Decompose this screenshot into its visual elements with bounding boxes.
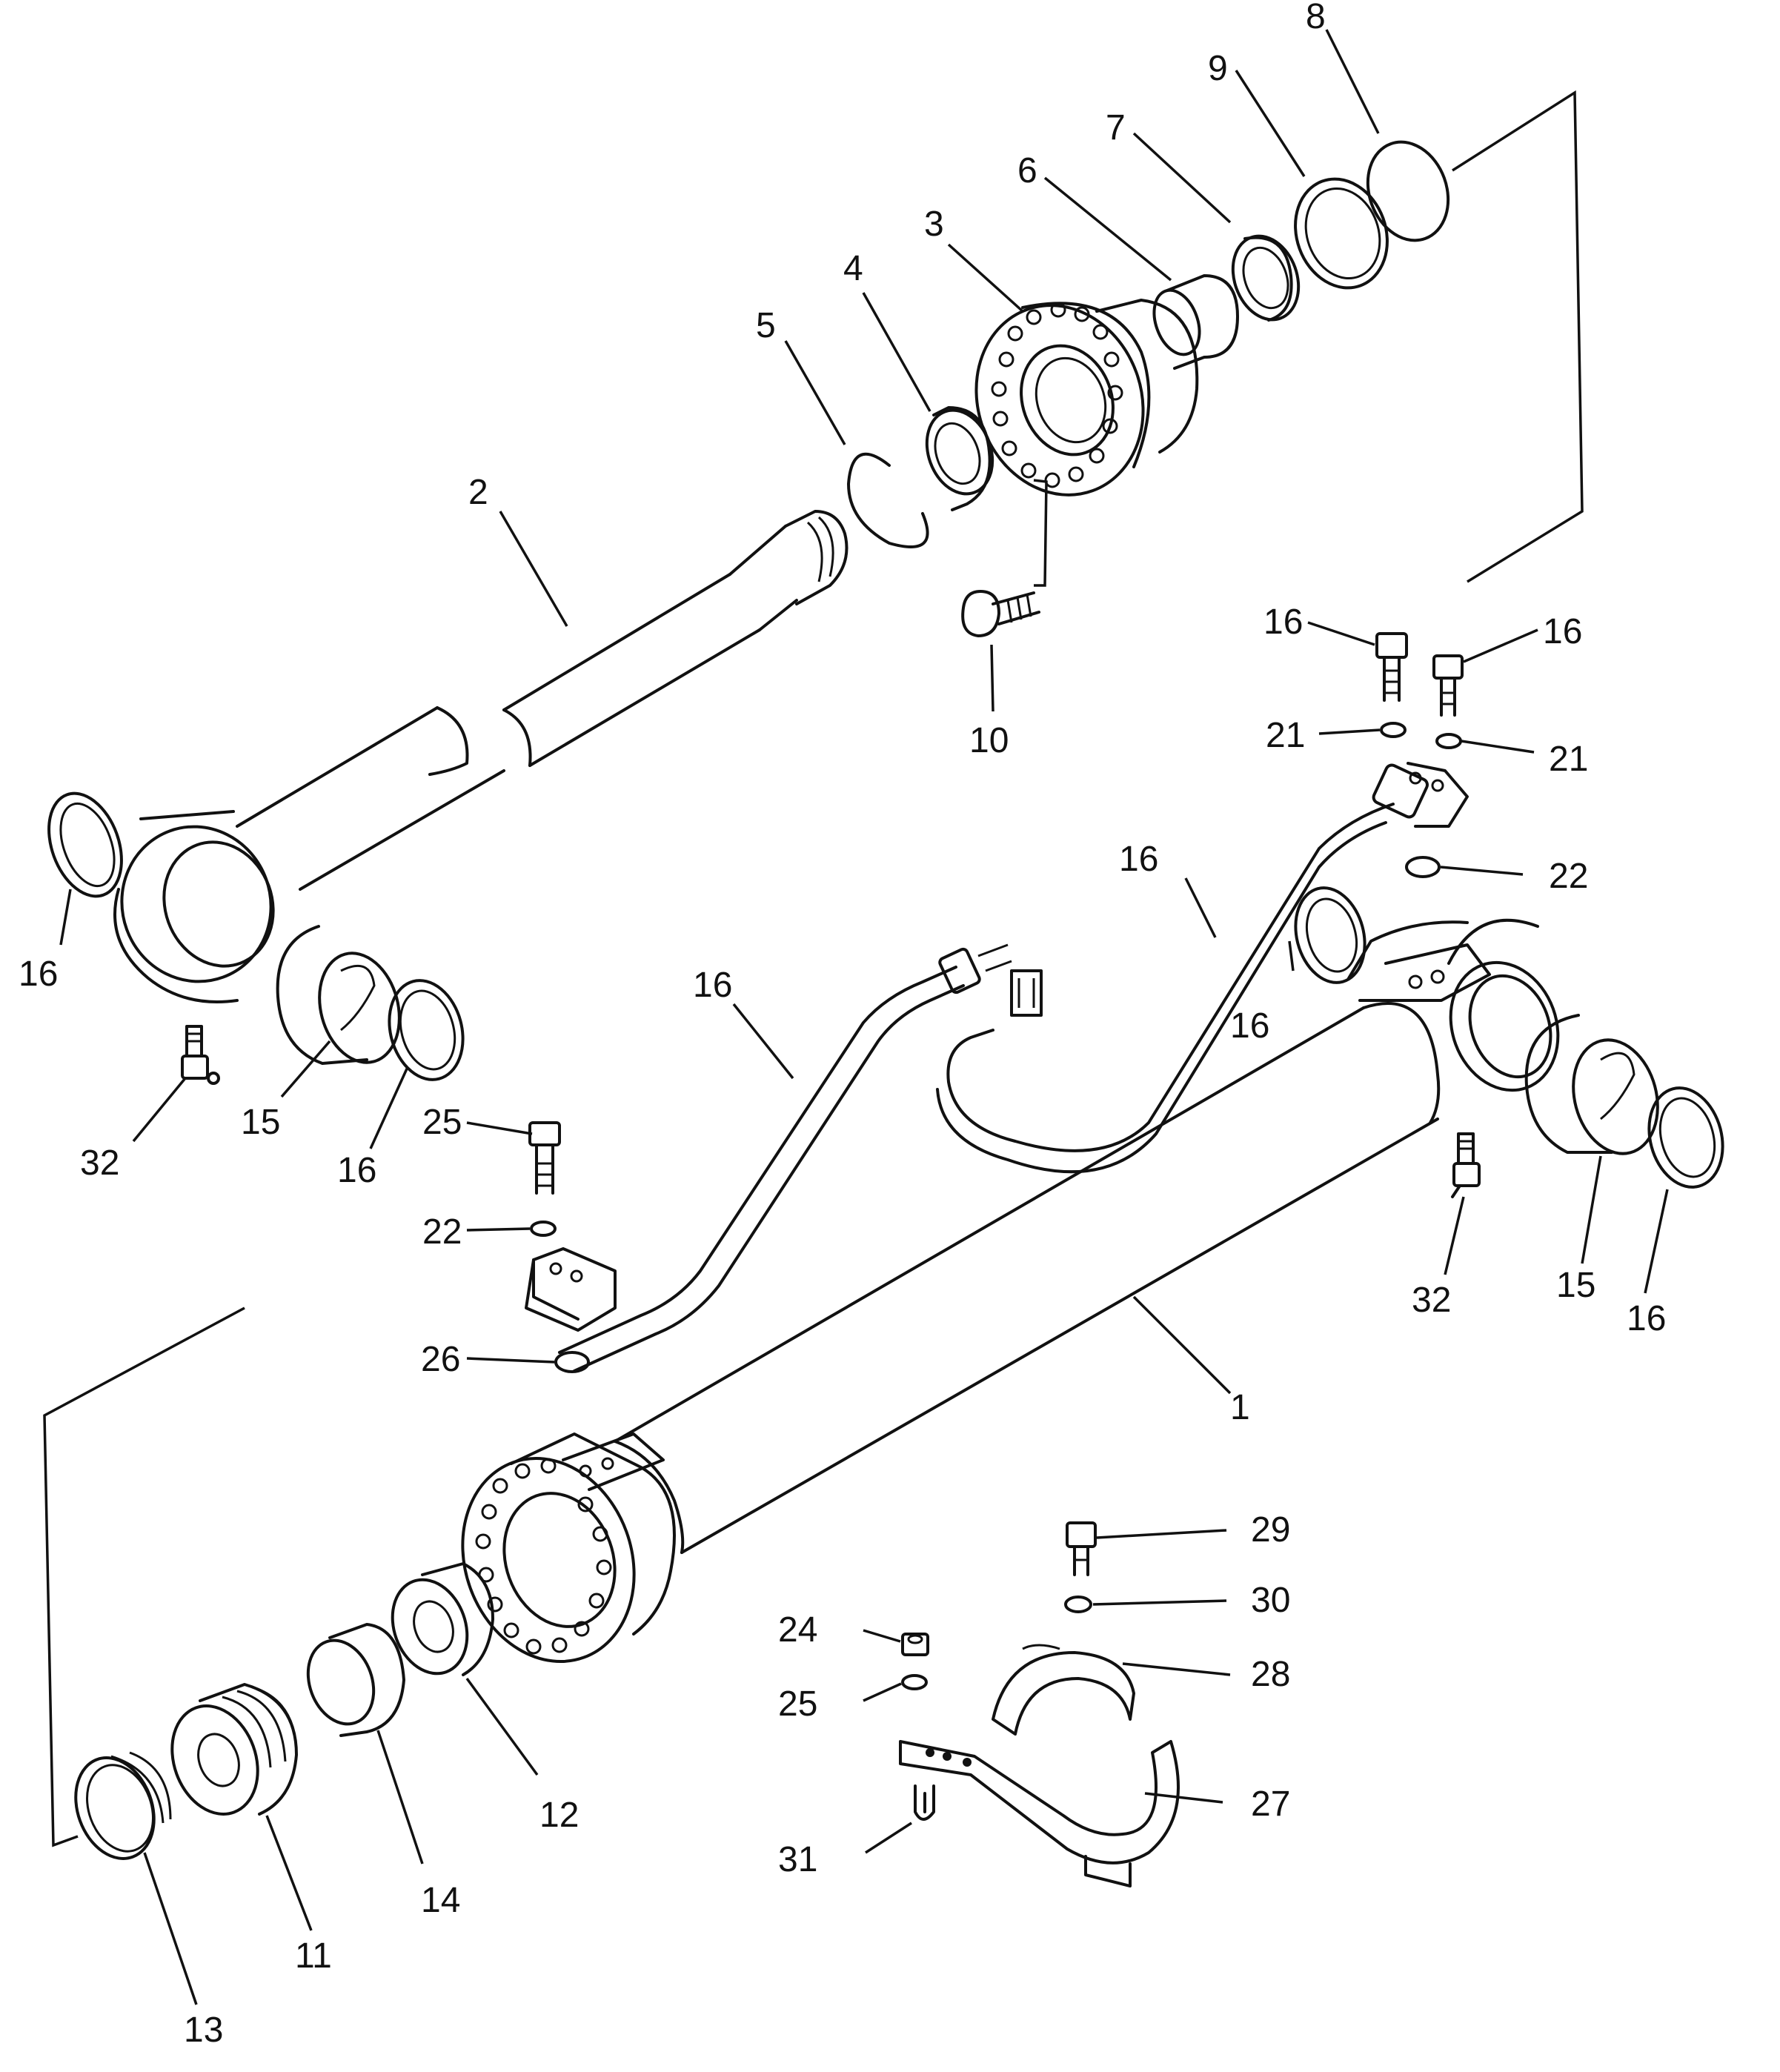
- dust-seal-upper-left: [47, 791, 123, 898]
- callout-4: 4: [843, 249, 863, 288]
- callout-27: 29: [1251, 1510, 1290, 1550]
- callout-24: 26: [421, 1340, 460, 1379]
- o-ring-22: [1405, 856, 1441, 878]
- callout-19: 16: [1543, 612, 1582, 651]
- callout-7: 7: [1106, 108, 1126, 147]
- callout-10: 10: [969, 721, 1009, 760]
- head-bolt: [961, 590, 1040, 637]
- callout-16-mid: 16: [1230, 1006, 1269, 1046]
- callout-31: 25: [778, 1684, 817, 1724]
- grease-fitting-right: [1451, 1132, 1481, 1198]
- callout-8: 8: [1306, 0, 1326, 36]
- callout-30: 24: [778, 1610, 817, 1650]
- callout-15-left: 15: [241, 1103, 280, 1142]
- nut-30: [901, 1633, 929, 1656]
- bushing-right: [1524, 1014, 1659, 1155]
- callout-1: 1: [1230, 1388, 1250, 1427]
- callout-20: 16: [1263, 602, 1303, 642]
- callout-21-top-right: 21: [1549, 740, 1588, 779]
- washer-31: [901, 1674, 928, 1690]
- callout-3: 3: [924, 205, 944, 244]
- callout-14: 14: [421, 1881, 460, 1920]
- callout-26: 28: [1251, 1655, 1290, 1694]
- nut: [925, 406, 994, 511]
- callout-32-left: 32: [80, 1143, 119, 1183]
- bushing-left: [276, 925, 401, 1065]
- clamp-26: [992, 1644, 1135, 1736]
- grease-fitting-left: [181, 1025, 220, 1085]
- callout-25: 27: [1251, 1784, 1290, 1824]
- assembly-bracket-top: [1452, 90, 1584, 583]
- callout-6: 6: [1017, 151, 1037, 190]
- washer-28: [1064, 1595, 1092, 1613]
- callout-5: 5: [756, 306, 776, 345]
- bolt-23: [528, 1121, 561, 1195]
- callout-13: 13: [184, 2010, 223, 2050]
- callout-2: 2: [468, 473, 488, 512]
- pipe-lower: [525, 943, 1012, 1372]
- collar: [306, 1623, 405, 1737]
- callout-12: 12: [539, 1796, 579, 1835]
- callout-17: 16: [693, 966, 732, 1005]
- callout-11: 11: [295, 1936, 332, 1976]
- bushing: [1152, 274, 1239, 370]
- piston-ring: [74, 1751, 172, 1860]
- piston-rod: [113, 510, 849, 1003]
- callout-23: 25: [422, 1103, 462, 1142]
- o-ring-24: [554, 1351, 590, 1373]
- callout-29: 31: [778, 1840, 817, 1879]
- callout-18: 16: [1119, 840, 1158, 879]
- washer-21-lower: [530, 1221, 557, 1237]
- callout-16-mid-left: 16: [337, 1151, 376, 1190]
- callout-15-right: 15: [1556, 1266, 1595, 1305]
- bolt-19: [1432, 654, 1464, 717]
- bolt-20: [1375, 632, 1408, 702]
- callout-21-top-left: 21: [1266, 716, 1305, 755]
- dust-seal-mid: [1294, 886, 1366, 984]
- washer-21-top-left: [1380, 722, 1407, 738]
- piston: [170, 1683, 298, 1816]
- callout-9: 9: [1208, 49, 1228, 88]
- washer-21-top-right: [1435, 733, 1462, 749]
- cylinder-tube: [461, 918, 1560, 1664]
- callout-16-upper-left: 16: [19, 954, 58, 994]
- pipe-upper: [936, 762, 1469, 1174]
- rod-packing: [1231, 234, 1301, 322]
- callout-16-right: 16: [1627, 1299, 1666, 1338]
- piston-nut: [391, 1562, 494, 1676]
- assembly-bracket-bottom: [43, 1306, 245, 1847]
- callout-28: 30: [1251, 1581, 1290, 1620]
- callout-21-lower: 22: [422, 1212, 462, 1252]
- head-bolt-holes: [991, 302, 1123, 488]
- o-ring: [1366, 140, 1450, 242]
- clamp-25: [899, 1740, 1180, 1887]
- u-bolt-29: [914, 1784, 935, 1821]
- callout-numbers: 8 9 7 6 3 4 5 2 10 16 16 21 21 22 16 16 …: [19, 0, 1666, 2050]
- dust-seal-right: [1647, 1086, 1724, 1189]
- bolt-27: [1066, 1521, 1097, 1576]
- leader-lines: [59, 29, 1669, 2005]
- cylinder-head: [974, 299, 1199, 497]
- callout-22: 22: [1549, 857, 1588, 896]
- snap-ring: [847, 452, 929, 548]
- backup-ring: [1294, 177, 1389, 290]
- callout-32-right: 32: [1412, 1281, 1451, 1320]
- dust-seal-mid-left: [388, 979, 465, 1081]
